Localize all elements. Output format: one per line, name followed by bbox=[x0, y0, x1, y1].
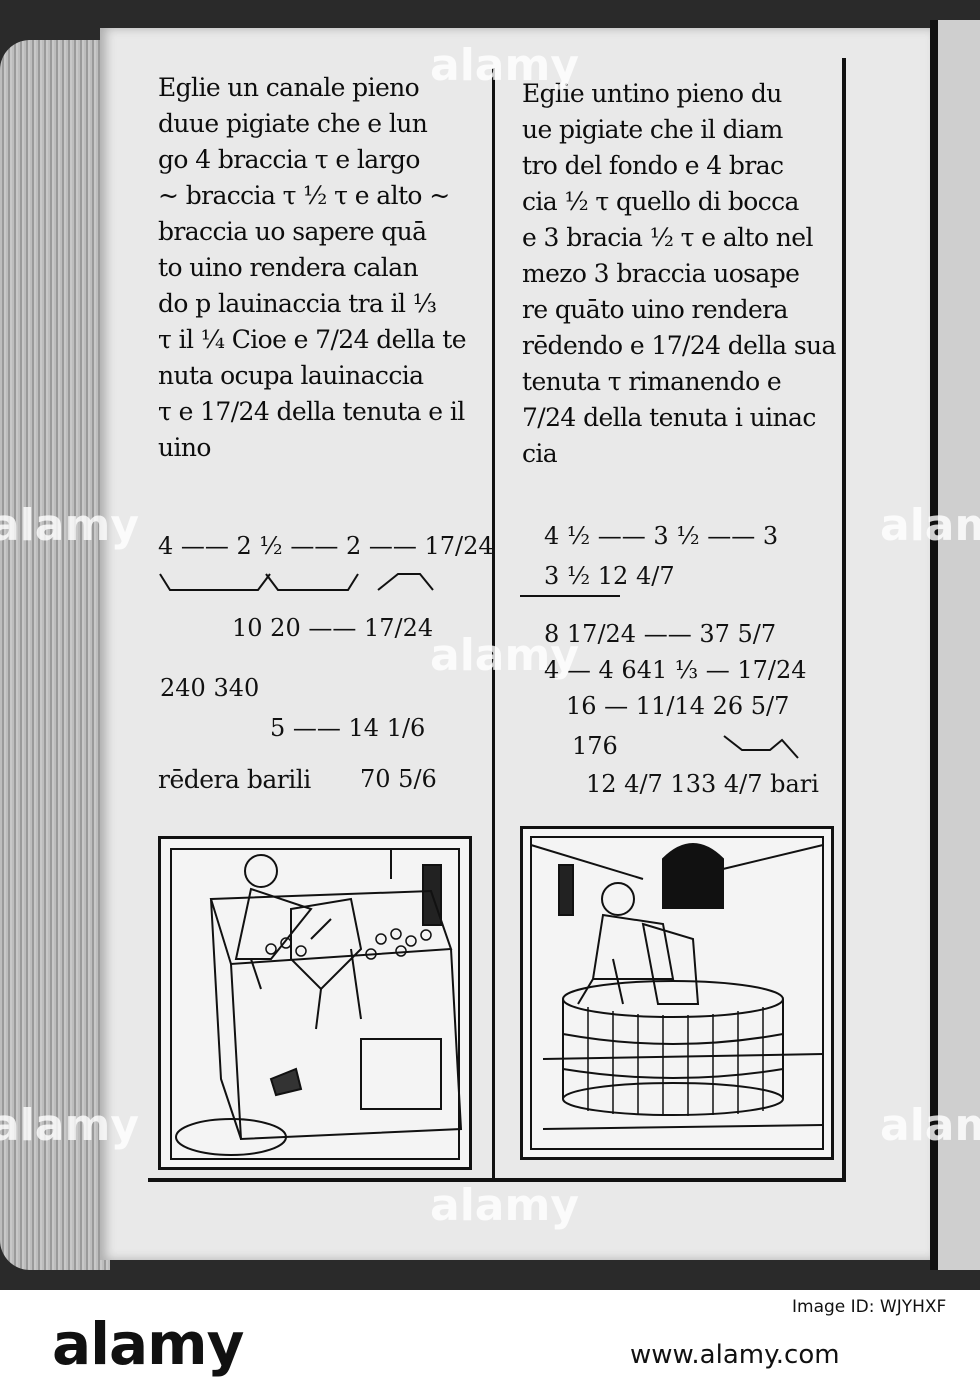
woodcut-trough-illustration bbox=[158, 836, 472, 1170]
text-line: re quāto uino rendera bbox=[522, 295, 788, 324]
text-line: ~ braccia τ ½ τ e alto ~ bbox=[158, 181, 450, 210]
gutter-shadow bbox=[930, 20, 938, 1270]
text-line: to uino rendera calan bbox=[158, 253, 419, 282]
watermark: alamy bbox=[430, 630, 579, 681]
left-column-text: Eglie un canale pieno duue pigiate che e… bbox=[158, 70, 478, 466]
image-id-label: Image ID: WJYHXF bbox=[792, 1297, 947, 1317]
calc-line: 4 ½ —— 3 ½ —— 3 bbox=[544, 522, 779, 550]
text-line: e 3 bracia ½ τ e alto nel bbox=[522, 223, 813, 252]
text-line: τ il ¼ Cioe e 7/24 della te bbox=[158, 325, 467, 354]
stock-footer bbox=[0, 1290, 980, 1390]
text-line: rēdendo e 17/24 della sua bbox=[522, 331, 836, 360]
page-frame-rule bbox=[148, 58, 846, 1182]
text-line: nuta ocupa lauinaccia bbox=[158, 361, 424, 390]
calc-bracket bbox=[723, 735, 799, 759]
result-label: rēdera barili bbox=[158, 765, 311, 794]
text-line: tro del fondo e 4 brac bbox=[522, 151, 784, 180]
text-line: go 4 braccia τ e largo bbox=[158, 145, 420, 174]
column-divider bbox=[492, 68, 495, 1178]
text-line: uino bbox=[158, 433, 211, 462]
facing-page-edge bbox=[938, 20, 980, 1270]
watermark: alamy bbox=[880, 500, 980, 551]
result-value: 70 5/6 bbox=[360, 765, 437, 793]
text-line: Eglie un canale pieno bbox=[158, 73, 420, 102]
calc-line: 8 17/24 —— 37 5/7 bbox=[544, 620, 777, 648]
calc-line: 4 —— 2 ½ —— 2 —— 17/24 bbox=[158, 532, 494, 560]
text-line: τ e 17/24 della tenuta e il bbox=[158, 397, 465, 426]
calc-brackets bbox=[159, 573, 434, 591]
watermark: alamy bbox=[430, 1180, 579, 1231]
text-line: do p lauinaccia tra il ⅓ bbox=[158, 289, 437, 318]
right-column-text: Eglie untino pieno du ue pigiate che il … bbox=[522, 76, 836, 472]
text-line: cia ½ τ quello di bocca bbox=[522, 187, 799, 216]
watermark: alamy bbox=[0, 1100, 139, 1151]
text-line: cia bbox=[522, 439, 558, 468]
calc-line: 3 ½ 12 4/7 bbox=[544, 562, 675, 590]
watermark: alamy bbox=[880, 1100, 980, 1151]
text-line: tenuta τ rimanendo e bbox=[522, 367, 782, 396]
text-line: braccia uo sapere quā bbox=[158, 217, 427, 246]
text-line: duue pigiate che e lun bbox=[158, 109, 428, 138]
calc-line: 10 20 —— 17/24 bbox=[232, 614, 434, 642]
watermark: alamy bbox=[430, 40, 579, 91]
calc-line: 12 4/7 133 4/7 bari bbox=[586, 770, 819, 798]
calc-line: 176 bbox=[572, 732, 618, 760]
text-line: Eglie untino pieno du bbox=[522, 79, 782, 108]
calc-line: 4 — 4 641 ⅓ — 17/24 bbox=[544, 656, 807, 684]
book-fore-edge bbox=[0, 40, 110, 1270]
calc-line: 16 — 11/14 26 5/7 bbox=[566, 692, 790, 720]
text-line: mezo 3 braccia uosape bbox=[522, 259, 800, 288]
brand-logo: alamy bbox=[52, 1310, 244, 1378]
woodcut-vat-illustration bbox=[520, 826, 834, 1160]
calc-line: 240 340 bbox=[160, 674, 260, 702]
calc-line: 5 —— 14 1/6 bbox=[270, 714, 426, 742]
text-line: ue pigiate che il diam bbox=[522, 115, 783, 144]
site-url: www.alamy.com bbox=[630, 1340, 840, 1370]
text-line: 7/24 della tenuta i uinac bbox=[522, 403, 816, 432]
scanned-book-photo: Eglie un canale pieno duue pigiate che e… bbox=[0, 0, 980, 1290]
calc-rule bbox=[520, 595, 620, 597]
watermark: alamy bbox=[0, 500, 139, 551]
